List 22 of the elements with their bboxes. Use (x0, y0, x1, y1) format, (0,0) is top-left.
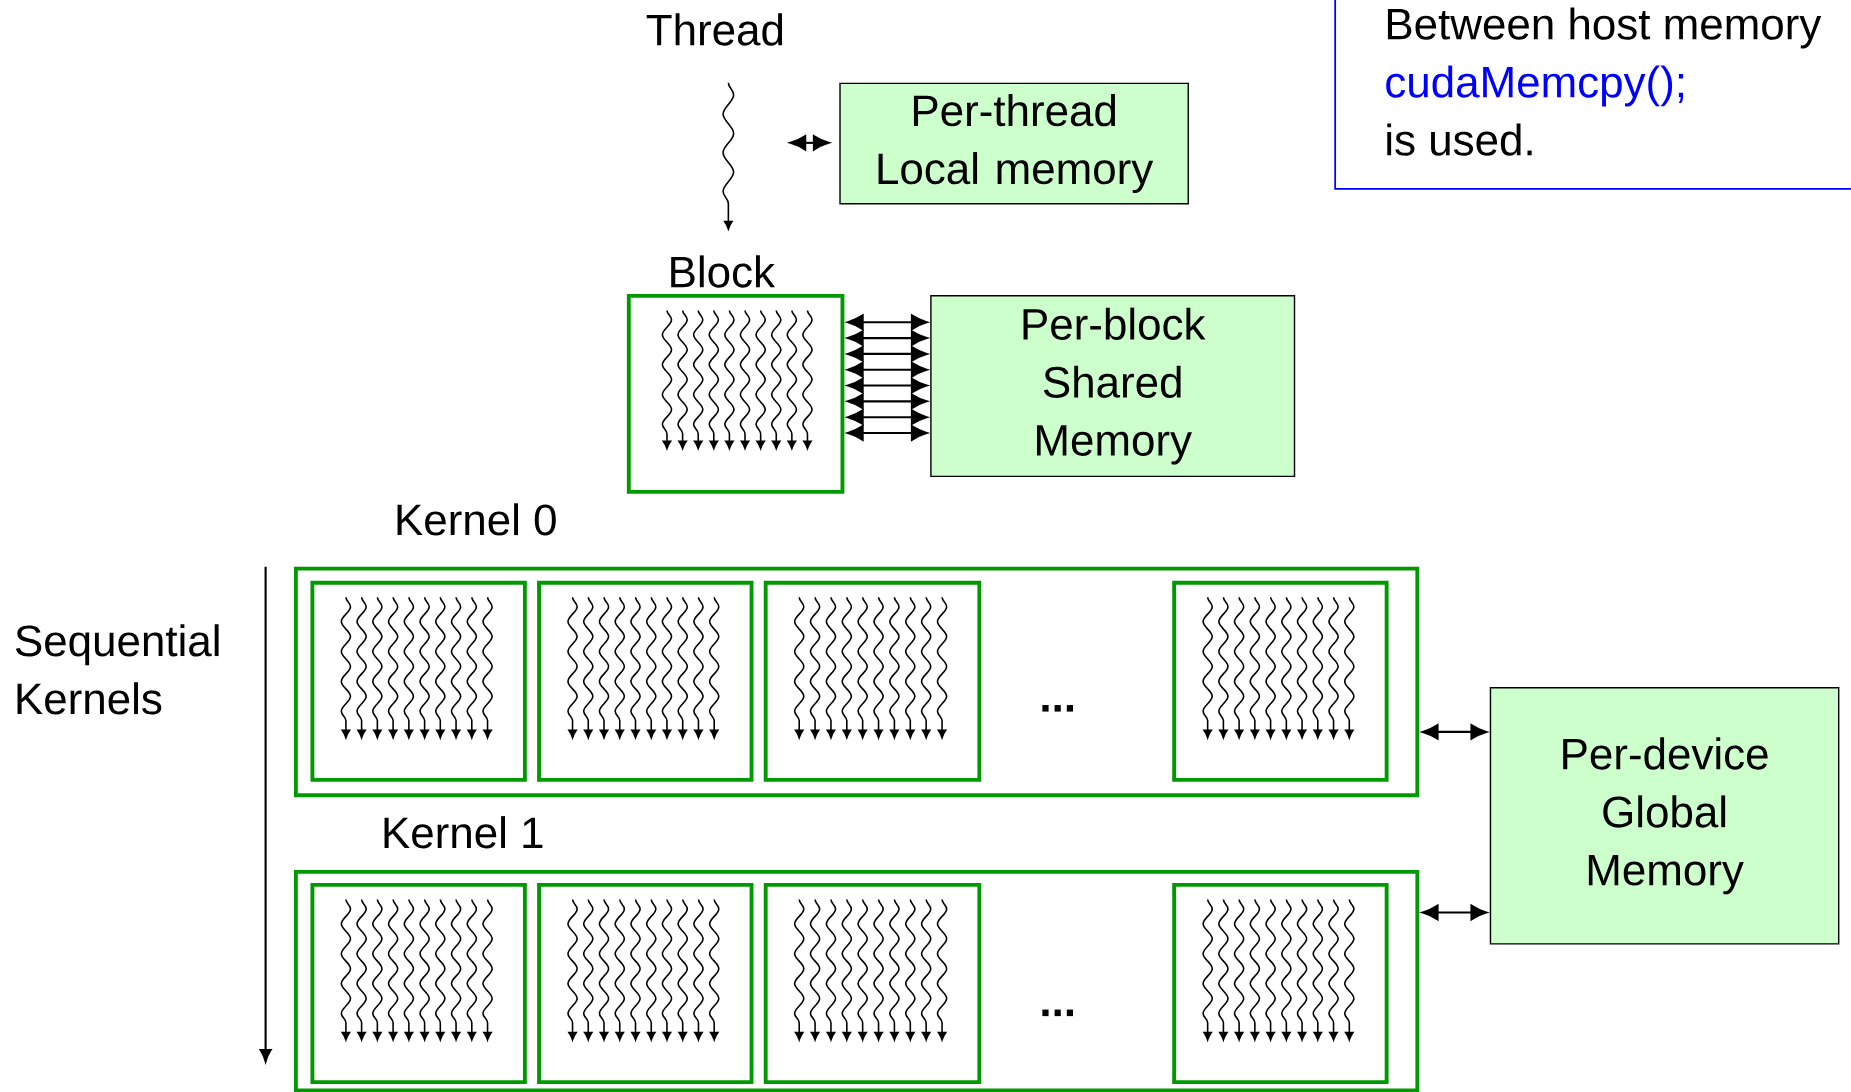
ellipsis: ... (1042, 1009, 1073, 1017)
double-arrow (846, 425, 928, 441)
double-arrow (846, 377, 928, 394)
side-label: Sequential Kernels (15, 624, 219, 715)
double-arrow (846, 346, 928, 362)
kernel-heading: Kernel 0 (397, 503, 556, 536)
memory-box: Per-block Shared Memory (930, 295, 1296, 478)
double-arrow (846, 362, 928, 378)
memory-box: Per-device Global Memory (1489, 687, 1840, 945)
double-arrow (846, 393, 928, 410)
double-arrow (846, 409, 928, 426)
double-arrow (1421, 904, 1488, 921)
block-heading: Block (671, 255, 776, 288)
memory-box: Per-thread Local memory (839, 82, 1189, 205)
ellipsis: ... (1042, 705, 1073, 712)
kernel-heading: Kernel 1 (384, 816, 543, 849)
double-arrow (846, 330, 928, 346)
double-arrow (789, 135, 830, 151)
note-box: Between host memory cudaMemcpy(); is used. (1334, 0, 1851, 190)
double-arrow (846, 314, 928, 331)
double-arrow (1421, 724, 1488, 740)
thread-label: Thread (646, 13, 783, 46)
